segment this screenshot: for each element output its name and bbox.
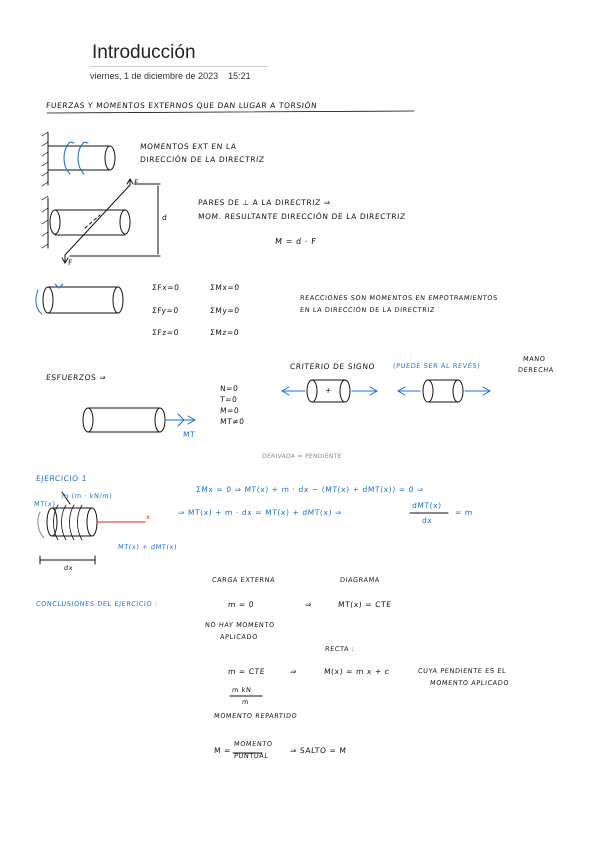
equil-fy: ΣFy=0 [151,306,180,315]
c1-note-1: NO HAY MOMENTO [204,621,275,629]
c3-right: ⇒ SALTO = M [289,746,347,755]
exercise-coil [37,491,146,565]
c1-arrow: ⇒ [304,600,313,609]
fig1-text-2: DIRECCIÓN DE LA DIRECTRIZ [139,155,265,164]
c2-note-1: CUYA PENDIENTE ES EL [417,667,507,675]
ex-fraction-result: = m [454,508,474,517]
mt-arrow-label: MT [182,430,196,439]
criterio-note: (PUEDE SER AL REVÉS) [392,362,481,370]
c2-right: M(x) = m x + c [323,667,390,676]
ex-mtdx-label: MT(x) + dMT(x) [117,543,178,551]
plus-sign: + [324,386,333,395]
reactions-text-2: EN LA DIRECCIÓN DE LA DIRECTRIZ [299,306,436,314]
c3-frac-top: MOMENTO [233,740,273,748]
equil-my: ΣMy=0 [209,306,241,315]
ex-fraction-num: dMT(x) [411,501,443,510]
fig3-fixed-beam [35,283,124,315]
ex-dx-label: dx [63,564,74,572]
c2-note-2: MOMENTO APLICADO [429,679,510,687]
esf-n: N=0 [219,384,239,393]
conclusions-label: CONCLUSIONES DEL EJERCICIO : [35,600,158,608]
mano-text-2: DERECHA [517,366,555,374]
fig2-text-2: MOM. RESULTANTE DIRECCIÓN DE LA DIRECTRI… [197,212,406,221]
ex-mt-label: MT(x) [33,500,56,508]
mano-text-1: MANO [522,355,546,363]
derivada-note: DERIVADA = PENDIENTE [261,453,342,460]
equil-fz: ΣFz=0 [151,328,180,337]
exercise-title: EJERCICIO 1 [35,474,88,483]
c2-units-den: m [241,698,250,706]
time-text: 15:21 [228,71,251,81]
recta-label: RECTA : [324,645,355,653]
criterio-label: CRITERIO DE SIGNO [289,362,376,371]
c2-arrow: ⇒ [289,667,298,676]
fig2-force-bottom: F [67,258,74,267]
ex-fraction-den: dx [421,516,433,525]
heading-external-loads: FUERZAS Y MOMENTOS EXTERNOS QUE DAN LUGA… [45,101,318,110]
esf-mt: MT≠0 [219,417,245,426]
equil-mx: ΣMx=0 [209,283,241,292]
c2-units-num: m kN [231,686,252,694]
c1-right: MT(x) = CTE [337,600,392,609]
title-divider [90,66,268,67]
c2-left: m = CTE [227,667,266,676]
c3-frac-bottom: PUNTUAL [233,752,269,760]
esfuerzos-label: ESFUERZOS ⇒ [45,373,107,382]
c3-left: M = [213,746,232,755]
fig4-esfuerzos-beam [82,407,197,433]
ex-equation-1: ΣMx = 0 ⇒ MT(x) + m · dx − (MT(x) + dMT(… [195,485,425,494]
ex-equation-2: ⇒ MT(x) + m · dx = MT(x) + dMT(x) ⇒ [177,508,343,517]
fig2-formula: M = d · F [274,237,317,246]
equil-fx: ΣFx=0 [151,283,180,292]
fig1-cantilever [41,131,116,187]
date-text: viernes, 1 de diciembre de 2023 [90,71,219,81]
reactions-text-1: REACCIONES SON MOMENTOS EN EMPOTRAMIENTO… [299,294,499,302]
esf-t: T=0 [219,395,238,404]
carga-header: CARGA EXTERNA [211,576,276,584]
ex-x-label: x [145,513,151,521]
fig2-distance: d [161,213,168,222]
fig2-text-1: PARES DE ⊥ A LA DIRECTRIZ ⇒ [197,198,331,207]
page-title: Introducción [92,42,196,63]
fig1-text-1: MOMENTOS EXT EN LA [139,142,237,151]
momento-repartido-label: MOMENTO REPARTIDO [213,712,298,720]
equil-mz: ΣMz=0 [209,328,240,337]
diagrama-header: DIAGRAMA [339,576,381,584]
c1-note-2: APLICADO [219,633,259,641]
fig2-couple [41,178,161,264]
c1-left: m = 0 [227,600,255,609]
fig2-force-top: F [133,178,140,187]
sign-criterion [280,379,492,403]
esf-m: M=0 [219,406,240,415]
page-date: viernes, 1 de diciembre de 2023 15:21 [90,71,251,81]
ex-m-label: m (m · kN/m) [61,492,113,500]
